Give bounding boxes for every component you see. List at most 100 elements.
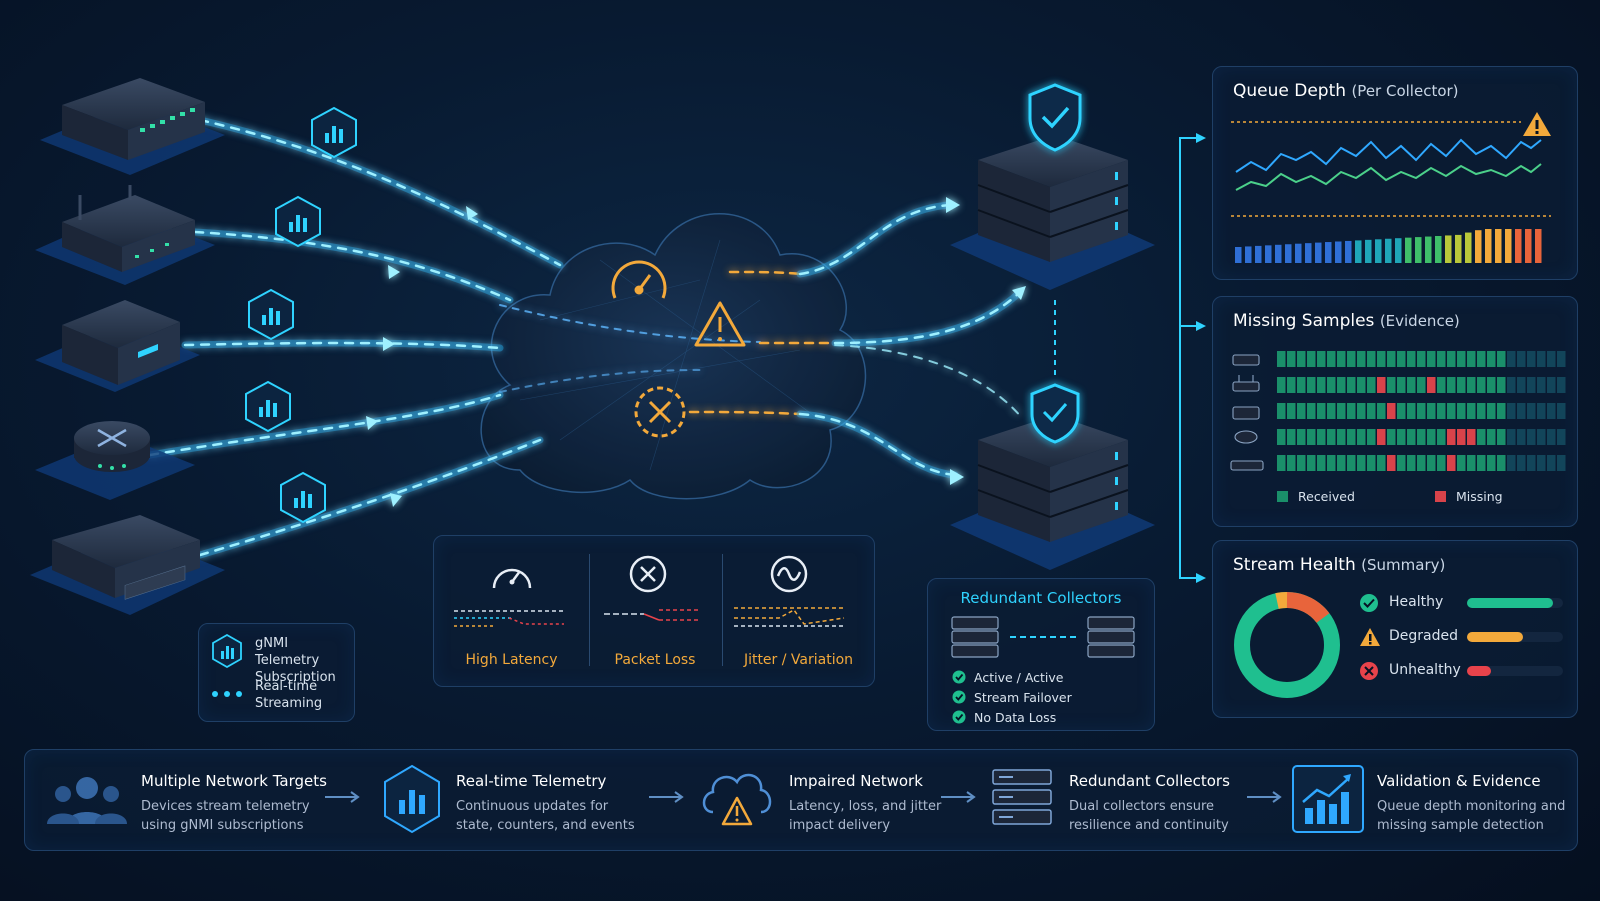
received-swatch	[1277, 491, 1288, 502]
sample-received	[1397, 351, 1406, 367]
sample-received	[1527, 351, 1536, 367]
health-bar-track	[1467, 598, 1563, 608]
sample-received	[1517, 351, 1526, 367]
sample-received	[1347, 351, 1356, 367]
queue-bar	[1265, 245, 1272, 263]
sample-received	[1497, 351, 1506, 367]
sample-received	[1357, 351, 1366, 367]
sample-missing	[1387, 403, 1396, 419]
sample-received	[1377, 403, 1386, 419]
sample-received	[1277, 455, 1286, 471]
sample-received	[1547, 429, 1556, 445]
sample-received	[1467, 351, 1476, 367]
sample-received	[1347, 429, 1356, 445]
check-item: Stream Failover	[952, 687, 1072, 707]
sample-received	[1527, 377, 1536, 393]
warning-triangle-icon	[1360, 628, 1380, 646]
queue-depth-title: Queue Depth (Per Collector)	[1233, 81, 1459, 101]
queue-depth-bars	[1235, 229, 1542, 263]
sample-received	[1517, 455, 1526, 471]
sample-received	[1287, 455, 1296, 471]
sample-received	[1557, 403, 1566, 419]
queue-bar	[1485, 229, 1492, 263]
sample-received	[1337, 377, 1346, 393]
sample-received	[1447, 403, 1456, 419]
queue-bar	[1305, 243, 1312, 263]
queue-bar	[1255, 245, 1262, 263]
flow-step-4-title: Redundant Collectors	[1069, 772, 1230, 790]
collectors-servers-icon	[951, 616, 1135, 658]
sample-received	[1427, 403, 1436, 419]
legend-missing: Missing	[1435, 489, 1503, 504]
network-device-server-1	[35, 300, 200, 392]
sample-received	[1337, 351, 1346, 367]
cloud-warning-icon	[702, 773, 772, 826]
queue-bar	[1245, 246, 1252, 263]
warning-triangle-icon	[1523, 112, 1551, 136]
sample-received	[1447, 351, 1456, 367]
cloud-warning-icon	[694, 301, 746, 347]
health-bar-fill	[1467, 632, 1523, 642]
sample-received	[1387, 429, 1396, 445]
arrow-right-icon	[1247, 791, 1282, 803]
impairment-label-jitter: Jitter / Variation	[743, 652, 854, 668]
sample-received	[1367, 351, 1376, 367]
sample-received	[1407, 429, 1416, 445]
missing-samples-title: Missing Samples (Evidence)	[1233, 311, 1460, 331]
x-circle-icon	[629, 555, 667, 593]
sample-received	[1297, 455, 1306, 471]
check-item: No Data Loss	[952, 707, 1072, 727]
sample-received	[1327, 403, 1336, 419]
sample-received	[1547, 377, 1556, 393]
sample-received	[1497, 377, 1506, 393]
chart-hex-icon	[384, 764, 440, 834]
queue-bar	[1235, 247, 1242, 263]
sample-received	[1457, 377, 1466, 393]
users-icon	[47, 777, 127, 824]
sample-received	[1437, 429, 1446, 445]
sample-received	[1307, 429, 1316, 445]
sample-received	[1507, 351, 1516, 367]
sample-received	[1317, 351, 1326, 367]
sample-received	[1457, 403, 1466, 419]
sample-received	[1277, 377, 1286, 393]
sample-received	[1487, 455, 1496, 471]
jitter-trace	[734, 607, 845, 627]
queue-bar	[1275, 244, 1282, 263]
queue-bar	[1315, 242, 1322, 263]
sample-received	[1397, 377, 1406, 393]
telemetry-bar-glyphs	[259, 126, 343, 508]
sample-received	[1457, 455, 1466, 471]
sample-received	[1307, 455, 1316, 471]
sample-received	[1337, 429, 1346, 445]
queue-bar	[1505, 229, 1512, 263]
sample-received	[1527, 455, 1536, 471]
sample-received	[1517, 377, 1526, 393]
cloud-gauge-icon	[611, 260, 667, 299]
sample-received	[1437, 351, 1446, 367]
sample-received	[1557, 377, 1566, 393]
sample-received	[1377, 351, 1386, 367]
sample-missing	[1447, 455, 1456, 471]
legend-box: gNMI Telemetry Subscription Real-time St…	[198, 623, 355, 722]
sample-received	[1407, 455, 1416, 471]
sample-received	[1297, 351, 1306, 367]
sample-received	[1467, 403, 1476, 419]
queue-bar	[1415, 237, 1422, 263]
impairment-label-loss: Packet Loss	[614, 652, 696, 668]
collectors-panel: Redundant Collectors Active / Active Str…	[927, 578, 1155, 731]
impairments-panel: High Latency Packet Loss Jitter / Variat…	[433, 535, 875, 687]
sample-received	[1297, 403, 1306, 419]
queue-bar	[1285, 244, 1292, 263]
sample-received	[1327, 377, 1336, 393]
sample-received	[1277, 403, 1286, 419]
sample-received	[1427, 429, 1436, 445]
sample-received	[1277, 351, 1286, 367]
sample-received	[1277, 429, 1286, 445]
shield-check-icon-bottom	[1030, 383, 1080, 444]
sample-received	[1547, 455, 1556, 471]
collector-server-top	[950, 135, 1155, 290]
sample-received	[1537, 429, 1546, 445]
latency-trace	[454, 610, 564, 627]
